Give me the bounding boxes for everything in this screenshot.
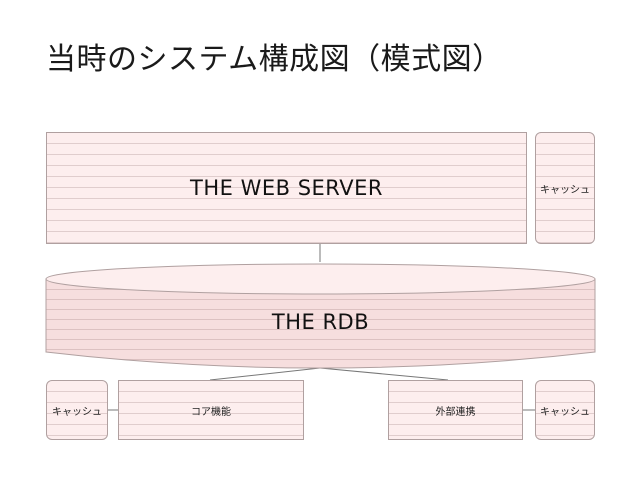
bottom-left-cache-label: キャッシュ — [52, 406, 102, 418]
core-label: コア機能 — [191, 406, 231, 418]
connector-rdb-core — [209, 367, 321, 381]
web-cache-label: キャッシュ — [540, 184, 590, 196]
external-label: 外部連携 — [435, 406, 476, 418]
core-box — [118, 380, 304, 440]
bottom-left-cache-box — [46, 380, 108, 440]
external-box — [388, 380, 523, 440]
web-cache-box — [535, 132, 595, 244]
web-server-label: THE WEB SERVER — [190, 176, 383, 200]
web-server-box — [46, 132, 527, 244]
bottom-right-cache-label: キャッシュ — [540, 406, 590, 418]
bottom-right-cache-box — [535, 380, 595, 440]
rdb-label: THE RDB — [271, 310, 370, 334]
connector-rdb-external — [319, 367, 449, 381]
slide-title: 当時のシステム構成図（模式図） — [46, 42, 503, 77]
